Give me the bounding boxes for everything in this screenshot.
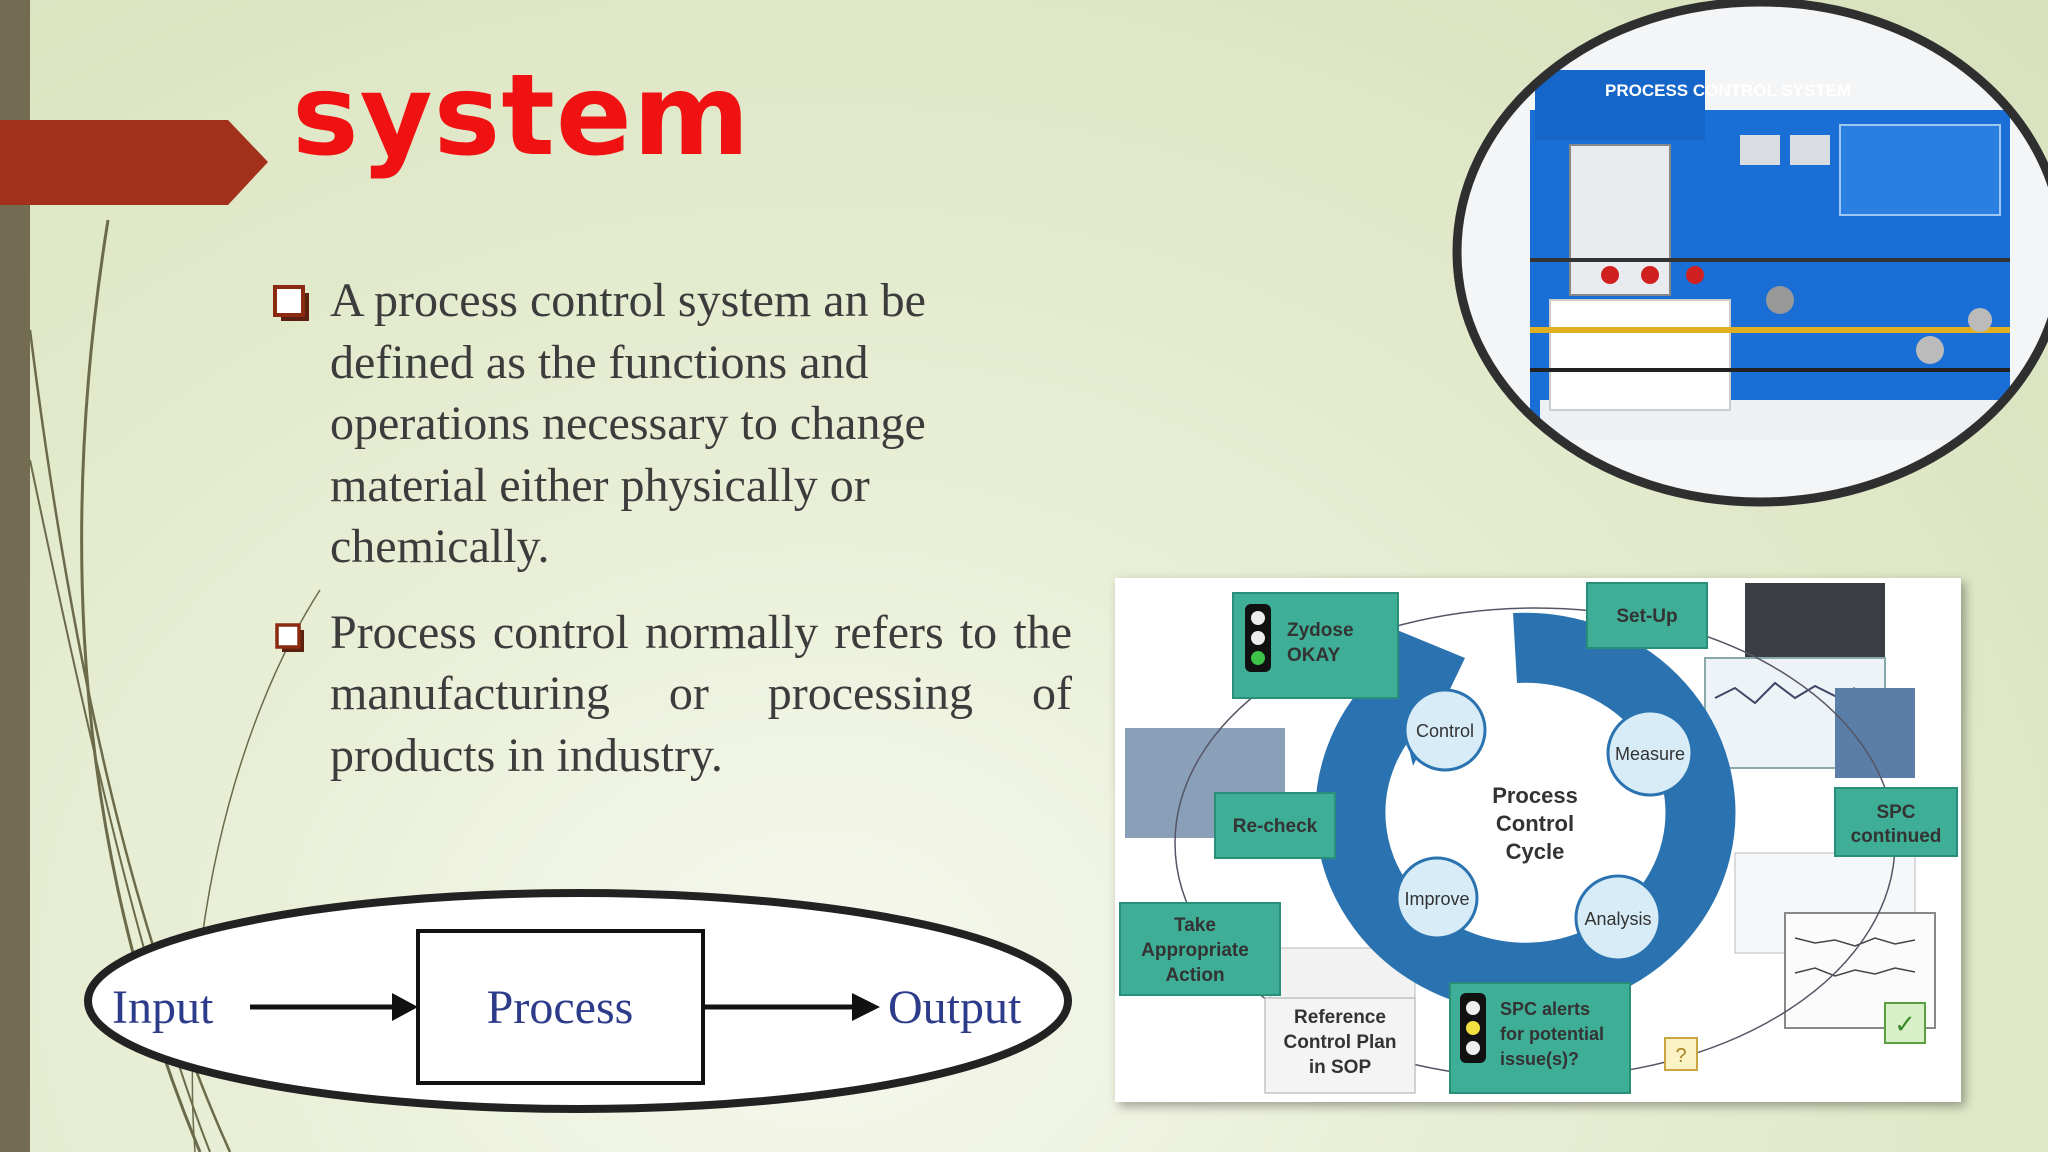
svg-text:Reference: Reference — [1294, 1007, 1386, 1028]
stage-analysis: Analysis — [1574, 874, 1662, 962]
svg-text:continued: continued — [1851, 826, 1942, 847]
svg-text:for potential: for potential — [1500, 1024, 1604, 1044]
checkbox-bullet-icon — [275, 622, 304, 652]
svg-text:Control Plan: Control Plan — [1284, 1032, 1397, 1053]
cycle-center-line2: Control — [1496, 811, 1574, 836]
cycle-center-line1: Process — [1492, 783, 1578, 808]
checkmark-icon: ✓ — [1884, 1002, 1926, 1044]
svg-text:OKAY: OKAY — [1287, 645, 1340, 666]
rig-panel-label: PROCESS CONTROL SYSTEM — [1605, 81, 1851, 100]
svg-text:?: ? — [1675, 1045, 1686, 1067]
cycle-center-line3: Cycle — [1506, 839, 1565, 864]
svg-text:Analysis: Analysis — [1584, 909, 1651, 929]
bullet-item: Process control normally refers to the m… — [272, 602, 1072, 787]
stage-measure: Measure — [1606, 709, 1694, 797]
setup-box: Set-Up — [1586, 582, 1708, 649]
zydose-okay-box: Zydose OKAY — [1232, 592, 1399, 699]
bullet-text: Process control normally refers to the m… — [330, 605, 1072, 782]
svg-text:Measure: Measure — [1615, 744, 1685, 764]
svg-text:Set-Up: Set-Up — [1616, 606, 1677, 627]
bullet-item: A process control system an be defined a… — [272, 270, 1072, 578]
stage-control: Control — [1403, 688, 1487, 772]
ipo-input-label: Input — [112, 981, 214, 1034]
bullet-text: A process control system an be defined a… — [330, 274, 926, 573]
svg-text:Control: Control — [1416, 721, 1474, 741]
process-control-cycle-diagram: Process Control Cycle Control Measure Im… — [1115, 578, 1961, 1102]
take-action-box: Take Appropriate Action — [1119, 902, 1281, 996]
reference-control-plan-box: Reference Control Plan in SOP — [1264, 997, 1416, 1094]
question-icon: ? — [1664, 1037, 1698, 1071]
svg-text:issue(s)?: issue(s)? — [1500, 1049, 1579, 1069]
input-process-output-diagram: Input Process Output — [84, 889, 1072, 1113]
svg-text:Take: Take — [1174, 915, 1216, 936]
bullet-list: A process control system an be defined a… — [272, 270, 1072, 786]
svg-text:in SOP: in SOP — [1309, 1057, 1372, 1078]
recheck-box: Re-check — [1214, 792, 1336, 859]
ipo-output-label: Output — [888, 981, 1022, 1034]
svg-text:Action: Action — [1165, 965, 1224, 986]
svg-text:SPC alerts: SPC alerts — [1500, 999, 1590, 1019]
checkbox-bullet-icon — [273, 285, 309, 321]
title-arrow-shape — [0, 120, 268, 205]
ipo-process-label: Process — [487, 981, 634, 1034]
svg-text:Appropriate: Appropriate — [1141, 940, 1249, 961]
spc-alerts-box: SPC alerts for potential issue(s)? — [1449, 982, 1631, 1094]
svg-text:Improve: Improve — [1404, 889, 1469, 909]
process-control-rig-photo: PROCESS CONTROL SYSTEM — [1452, 0, 2048, 507]
svg-text:✓: ✓ — [1894, 1010, 1916, 1040]
svg-text:Zydose: Zydose — [1287, 620, 1354, 641]
svg-text:SPC: SPC — [1876, 802, 1915, 823]
slide-title: system — [292, 51, 751, 181]
stage-improve: Improve — [1395, 856, 1479, 940]
svg-text:Re-check: Re-check — [1233, 816, 1318, 837]
spc-continued-box: SPC continued — [1834, 787, 1958, 857]
